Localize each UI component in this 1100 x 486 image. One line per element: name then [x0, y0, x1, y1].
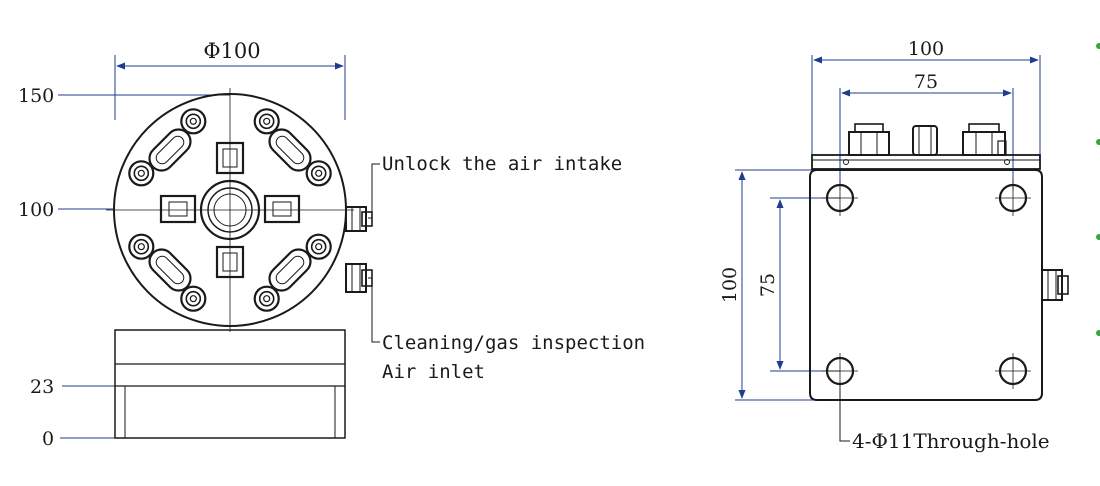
bolt-head: [128, 160, 155, 187]
base-body: [114, 329, 346, 439]
hole-note: 4-Φ11Through-hole: [852, 429, 1050, 453]
chuck-disk: [106, 88, 354, 332]
diameter-dimension: Φ100: [114, 39, 346, 120]
top-flange: [811, 154, 1041, 170]
locking-pockets: [159, 141, 301, 279]
height-marker-0: 0: [42, 428, 54, 450]
callouts: Unlock the air intake Cleaning/gas inspe…: [368, 153, 645, 383]
unlock-fitting: [345, 206, 373, 232]
accent-dot: [1096, 139, 1100, 145]
air-fittings: [345, 206, 373, 293]
connector-right: [962, 123, 1007, 156]
bolt-head: [305, 160, 332, 187]
height-marker-23: 23: [30, 376, 54, 398]
connector-left: [848, 123, 890, 156]
bolt-head: [305, 233, 332, 260]
callout-cleaning-line2: Air inlet: [382, 361, 485, 383]
diameter-label: Φ100: [203, 39, 260, 63]
height-marker-100: 100: [18, 199, 54, 221]
width-dimensions: 100 75: [811, 38, 1041, 190]
side-view: 100 75 100 75: [719, 38, 1069, 453]
bolt-head: [253, 108, 280, 135]
width-outer-label: 100: [908, 38, 944, 60]
bolt-head: [180, 285, 207, 312]
accent-dot: [1096, 234, 1100, 240]
kidney-slots: [148, 128, 312, 292]
bolt-head: [253, 285, 280, 312]
height-inner-label: 75: [757, 273, 779, 297]
bolt-head: [128, 233, 155, 260]
top-connectors: [848, 123, 1007, 156]
connector-middle: [912, 125, 938, 156]
bolt-head: [180, 108, 207, 135]
height-dimensions: 100 75: [719, 169, 840, 401]
height-markers: 150 100 23 0: [18, 85, 230, 450]
accent-dot: [1096, 43, 1100, 49]
edge-accent-dots: [1096, 43, 1100, 336]
callout-cleaning-line1: Cleaning/gas inspection: [382, 332, 645, 354]
height-marker-150: 150: [18, 85, 54, 107]
accent-dot: [1096, 330, 1100, 336]
callout-unlock-air: Unlock the air intake: [382, 153, 622, 175]
hole-callout: 4-Φ11Through-hole: [839, 384, 1050, 453]
side-body: [809, 169, 1043, 401]
front-view: Φ100 150 100 23 0: [18, 39, 645, 450]
height-outer-label: 100: [719, 267, 741, 303]
side-fitting: [1041, 269, 1069, 301]
mounting-bolts: [128, 108, 332, 312]
width-inner-label: 75: [914, 71, 938, 93]
